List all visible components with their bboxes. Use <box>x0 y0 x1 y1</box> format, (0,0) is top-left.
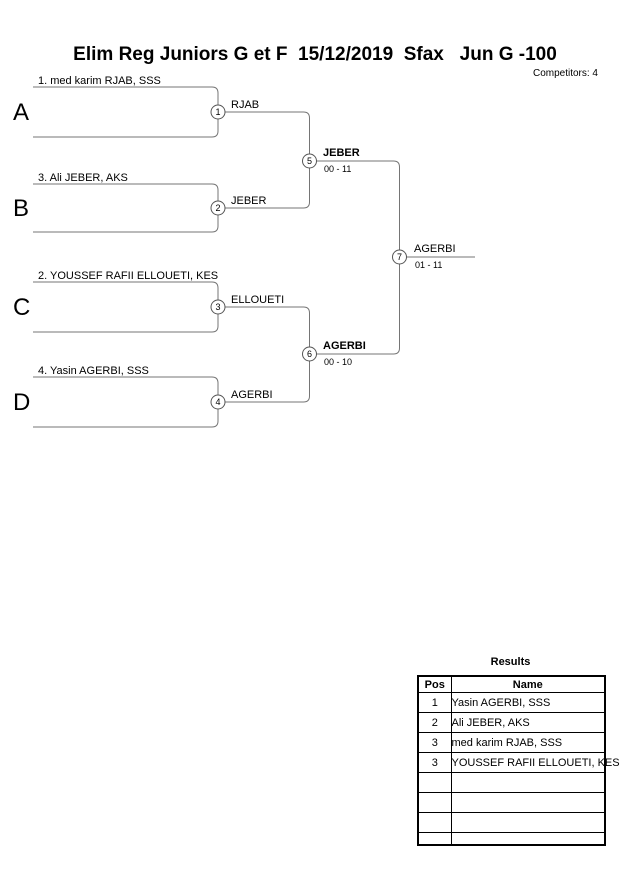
match-circle-3 <box>210 299 226 315</box>
bracket-line-c <box>33 281 219 333</box>
match-score-6: 00 - 10 <box>324 357 352 367</box>
col-header-pos: Pos <box>417 675 452 693</box>
name-cell: Ali JEBER, AKS <box>450 712 606 733</box>
match-circle-5 <box>302 153 317 169</box>
match-number-6: 6 <box>307 349 312 359</box>
winner-label-match-7: AGERBI <box>414 243 456 255</box>
table-row <box>417 792 606 813</box>
slot-letter-c: C <box>13 294 30 321</box>
col-header-name: Name <box>450 675 606 693</box>
name-cell <box>450 812 606 833</box>
seed-label-d: 4. Yasin AGERBI, SSS <box>38 365 149 377</box>
winner-label-match-6: AGERBI <box>323 340 366 352</box>
pos-cell <box>417 772 452 793</box>
table-row: 3 YOUSSEF RAFII ELLOUETI, KES <box>417 752 620 773</box>
match-score-7: 01 - 11 <box>415 260 442 270</box>
pos-cell <box>417 792 452 813</box>
name-cell: med karim RJAB, SSS <box>450 732 606 753</box>
results-table: Pos Name 1 Yasin AGERBI, SSS 2 Ali JEBER… <box>417 675 620 846</box>
winner-label-match-2: JEBER <box>231 195 267 207</box>
match-number-2: 2 <box>215 203 220 213</box>
table-row: 3 med karim RJAB, SSS <box>417 732 606 753</box>
match-number-5: 5 <box>307 156 312 166</box>
match-number-1: 1 <box>215 107 220 117</box>
table-row <box>417 832 606 846</box>
name-cell: Yasin AGERBI, SSS <box>450 692 606 713</box>
slot-letter-d: D <box>13 389 30 416</box>
competitors-count: Competitors: 4 <box>532 68 598 79</box>
match-circle-4 <box>210 394 226 410</box>
table-row <box>417 812 606 833</box>
connector-final <box>316 160 400 355</box>
seed-label-a: 1. med karim RJAB, SSS <box>38 75 161 87</box>
match-number-7: 7 <box>397 252 402 262</box>
slot-letter-b: B <box>13 195 29 222</box>
winner-label-match-5: JEBER <box>323 147 360 159</box>
seed-label-b: 3. Ali JEBER, AKS <box>38 172 128 184</box>
bracket-diagram: A B C D 1. med karim RJAB, SSS 3. Ali JE… <box>13 75 475 428</box>
results-header-row: Pos Name <box>417 675 606 693</box>
match-circle-7 <box>392 249 407 265</box>
results-title: Results <box>490 656 531 668</box>
pos-cell <box>417 832 452 846</box>
table-row: 1 Yasin AGERBI, SSS <box>417 692 606 713</box>
table-row: 2 Ali JEBER, AKS <box>417 712 606 733</box>
bracket-line-b <box>33 183 219 233</box>
seed-label-c: 2. YOUSSEF RAFII ELLOUETI, KES <box>38 270 218 282</box>
match-number-4: 4 <box>215 397 220 407</box>
match-score-5: 00 - 11 <box>324 164 351 174</box>
winner-label-match-4: AGERBI <box>231 389 273 401</box>
pos-cell <box>417 812 452 833</box>
connector-semifinal-1 <box>225 111 310 209</box>
name-cell: YOUSSEF RAFII ELLOUETI, KES <box>450 752 620 773</box>
name-cell <box>450 832 606 846</box>
slot-letter-a: A <box>13 99 29 126</box>
name-cell <box>450 772 606 793</box>
match-circle-1 <box>210 104 226 120</box>
page-title: Elim Reg Juniors G et F 15/12/2019 Sfax … <box>73 44 557 65</box>
winner-label-match-3: ELLOUETI <box>231 294 284 306</box>
match-number-3: 3 <box>215 302 220 312</box>
bracket-line-d <box>33 376 219 428</box>
pos-cell: 3 <box>417 752 452 773</box>
pos-cell: 3 <box>417 732 452 753</box>
bracket-line-a <box>33 86 219 138</box>
pos-cell: 2 <box>417 712 452 733</box>
match-circle-6 <box>302 346 317 362</box>
name-cell <box>450 792 606 813</box>
winner-label-match-1: RJAB <box>231 99 259 111</box>
pos-cell: 1 <box>417 692 452 713</box>
match-circle-2 <box>210 200 226 216</box>
connector-semifinal-2 <box>225 306 310 403</box>
table-row <box>417 772 606 793</box>
